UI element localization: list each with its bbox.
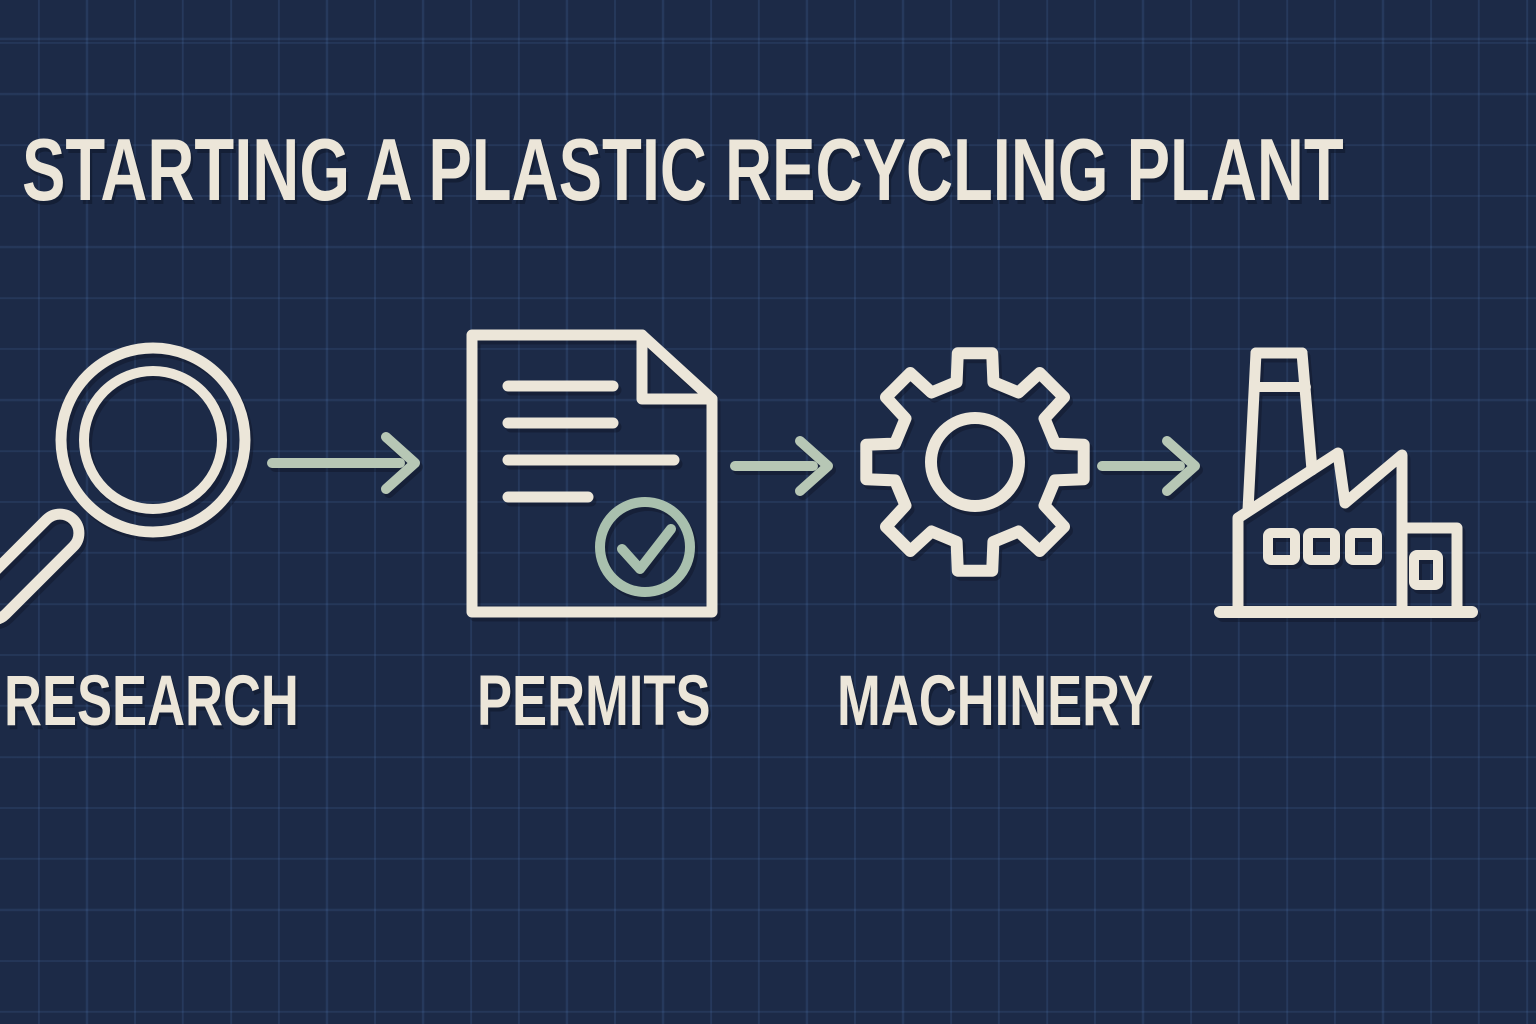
step-label-machinery: MACHINERY <box>837 662 1154 741</box>
step-label-research: RESEARCH <box>4 662 299 741</box>
check-circle <box>595 497 695 597</box>
document-checkmark-icon <box>466 329 718 618</box>
factory-window <box>1409 550 1443 590</box>
step-label-permits: PERMITS <box>477 662 711 741</box>
flow-arrow-icon <box>730 436 833 496</box>
factory-window <box>1345 528 1382 565</box>
flow-arrow-icon <box>267 432 420 494</box>
factory-window <box>1303 528 1340 565</box>
checkmark <box>617 524 676 574</box>
factory-icon <box>1214 347 1478 618</box>
flow-arrow-icon <box>1097 436 1200 496</box>
gear-icon <box>860 347 1090 577</box>
magnifying-glass-icon <box>0 342 251 626</box>
factory-window <box>1263 528 1300 565</box>
page-title: STARTING A PLASTIC RECYCLING PLANT <box>22 120 1344 219</box>
